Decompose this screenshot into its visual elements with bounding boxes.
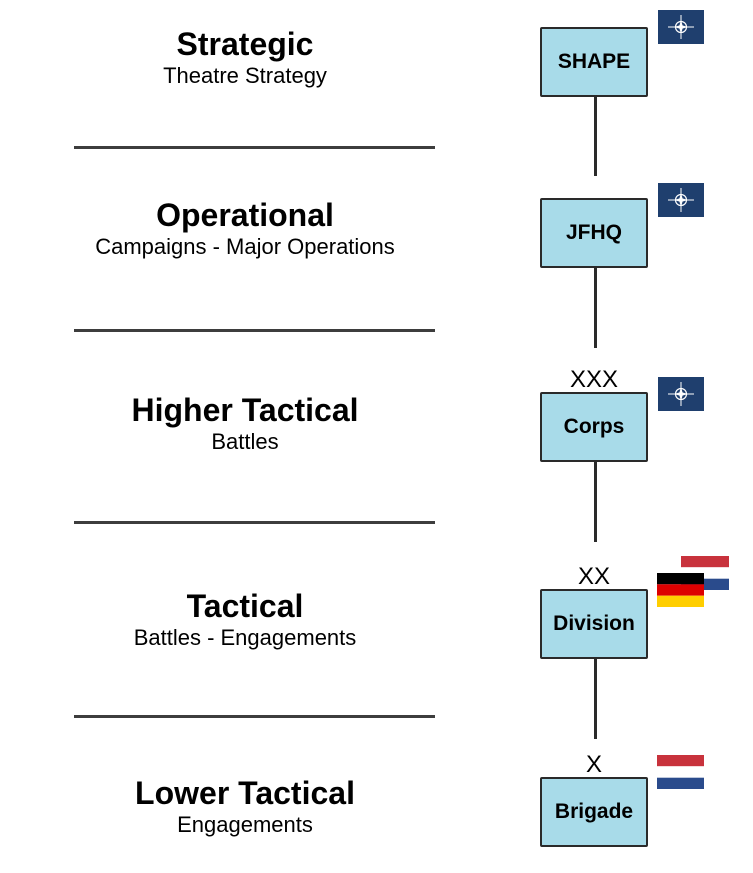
level-title: Operational [156,197,334,233]
unit-jfhq: JFHQ [540,198,648,268]
level-title: Strategic [176,26,314,62]
level-title: Lower Tactical [135,775,355,811]
level-strategic: Strategic Theatre Strategy [40,26,450,90]
level-subtitle: Battles [211,429,279,454]
unit-division: Division [540,589,648,659]
level-tactical: Tactical Battles - Engagements [40,588,450,652]
echelon-marker: XXX [569,366,619,393]
unit-brigade: Brigade [540,777,648,847]
nato-flag-icon [658,10,704,44]
level-operational: Operational Campaigns - Major Operations [40,197,450,261]
level-subtitle: Engagements [177,812,313,837]
hierarchy-connector [594,657,597,739]
hierarchy-connector [594,266,597,348]
hierarchy-connector [594,94,597,176]
unit-corps: Corps [540,392,648,462]
unit-shape: SHAPE [540,27,648,97]
level-title: Tactical [186,588,304,624]
level-divider [74,521,435,524]
nato-flag-icon [658,377,704,411]
netherlands-flag-icon [681,556,729,590]
echelon-marker: XX [577,563,610,590]
level-subtitle: Campaigns - Major Operations [95,234,395,259]
netherlands-flag-icon [657,755,704,789]
nato-flag-icon [658,183,704,217]
germany-flag-icon [657,573,704,607]
echelon-marker: X [585,751,602,778]
level-subtitle: Theatre Strategy [163,63,327,88]
level-higher-tactical: Higher Tactical Battles [40,392,450,456]
level-title: Higher Tactical [131,392,359,428]
hierarchy-connector [594,460,597,542]
level-divider [74,146,435,149]
level-lower-tactical: Lower Tactical Engagements [40,775,450,839]
level-subtitle: Battles - Engagements [133,625,357,650]
level-divider [74,329,435,332]
level-divider [74,715,435,718]
